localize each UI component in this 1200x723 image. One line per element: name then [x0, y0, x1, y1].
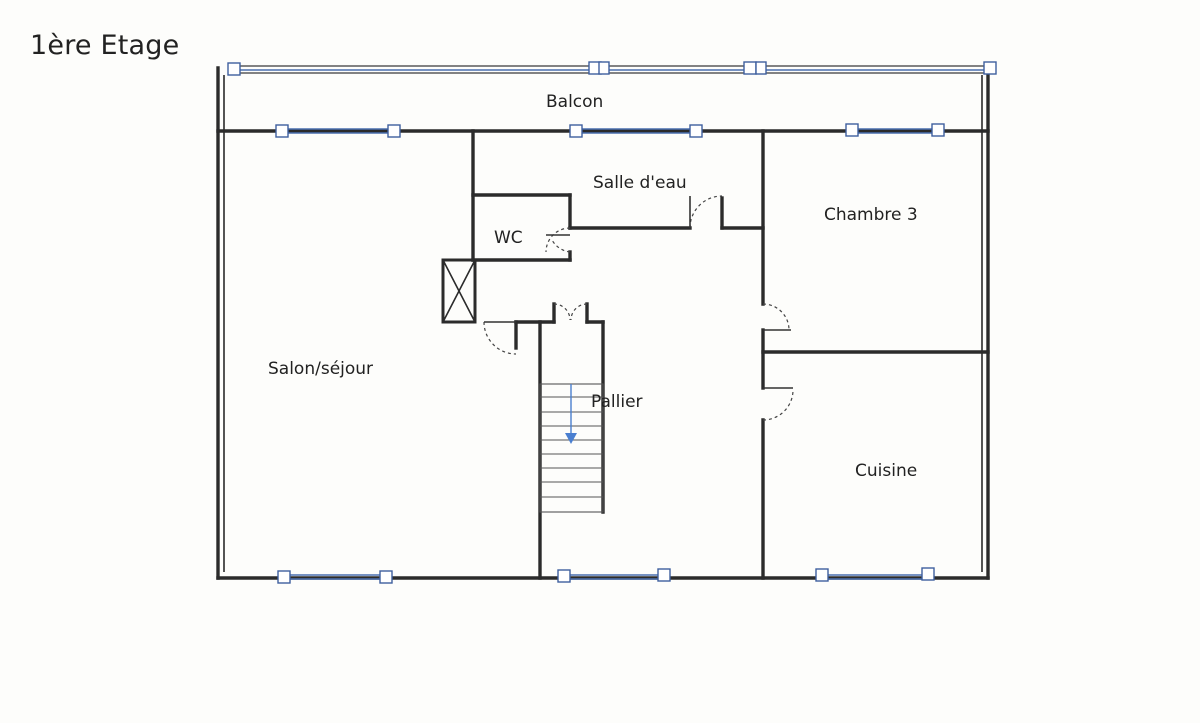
doors	[483, 195, 794, 421]
interior-walls	[471, 129, 990, 580]
stair-arrow-icon	[565, 433, 577, 444]
balcony-railing	[227, 61, 997, 76]
windows-row-top	[275, 123, 945, 138]
room-labels: Balcon Salle d'eau WC Chambre 3 Salon/sé…	[268, 92, 918, 481]
room-label-cuisine: Cuisine	[855, 461, 917, 481]
windows-row-bottom	[277, 567, 935, 584]
outer-walls	[216, 66, 990, 580]
page-title: 1ère Etage	[30, 30, 180, 61]
room-label-salle-eau: Salle d'eau	[593, 173, 687, 193]
room-label-pallier: Pallier	[591, 392, 643, 412]
room-label-chambre-3: Chambre 3	[824, 205, 918, 225]
staircase	[539, 383, 604, 513]
room-label-salon: Salon/séjour	[268, 359, 373, 379]
room-label-balcon: Balcon	[546, 92, 603, 112]
room-label-wc: WC	[494, 228, 523, 248]
duct-shaft	[441, 258, 477, 324]
